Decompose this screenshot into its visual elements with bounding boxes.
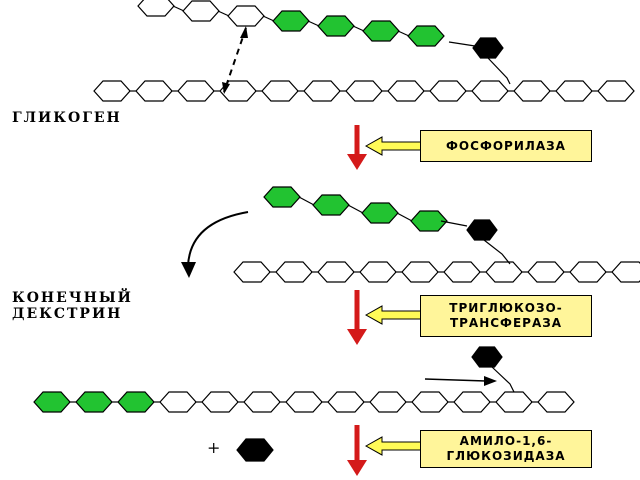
glucose-residue	[177, 80, 215, 102]
branch-point-residue	[472, 37, 504, 59]
reaction-arrow-1-head	[347, 154, 367, 170]
plus-sign: +	[207, 438, 223, 457]
removed-glucose-residue	[407, 25, 445, 47]
glucose-residue	[513, 80, 551, 102]
enzyme-box-glucosidase: АМИЛО-1,6- ГЛЮКОЗИДАЗА	[420, 430, 592, 468]
glycosidic-bond	[298, 196, 315, 206]
glycosidic-bond	[347, 204, 364, 214]
glucose-residue	[137, 0, 175, 17]
glucose-residue	[243, 391, 281, 413]
glycosidic-bond	[397, 30, 410, 37]
glycosidic-bond	[352, 25, 365, 32]
glucose-residue	[443, 261, 481, 283]
glucose-residue	[303, 80, 341, 102]
glucose-residue	[345, 80, 383, 102]
glucose-residue	[485, 261, 523, 283]
enzyme-pointer-2	[364, 305, 423, 325]
branch-point-residue	[466, 219, 498, 241]
glucose-residue	[429, 80, 467, 102]
reaction-arrow-3-head	[347, 460, 367, 476]
enzyme-box-transferase: ТРИГЛЮКОЗО- ТРАНСФЕРАЗА	[420, 295, 592, 337]
free-glucose-residue	[236, 438, 274, 462]
glucose-residue	[387, 80, 425, 102]
removed-glucose-residue	[263, 186, 301, 208]
branch-point-residue	[471, 346, 503, 368]
label-limit-dextrin: КОНЕЧНЫЙ ДЕКСТРИН	[12, 290, 133, 322]
diagram-shapes	[33, 0, 640, 476]
removed-glucose-residue	[317, 15, 355, 37]
enzyme-pointer-1	[364, 136, 423, 156]
glucose-residue	[555, 80, 593, 102]
glucose-residue	[611, 261, 640, 283]
glucose-residue	[33, 391, 71, 413]
cleavage-pointer	[424, 378, 487, 382]
glucose-residue	[471, 80, 509, 102]
glucose-residue	[93, 80, 131, 102]
removed-glucose-residue	[362, 20, 400, 42]
glucose-residue	[201, 391, 239, 413]
double-arrow-head-bottom	[222, 82, 230, 94]
glucose-residue	[285, 391, 323, 413]
glycosidic-bond	[396, 212, 413, 222]
branch-bond	[483, 239, 511, 265]
branch-bond	[487, 57, 511, 85]
glucose-residue	[597, 80, 635, 102]
transfer-curve-arrow-head	[181, 262, 196, 278]
glucose-residue	[117, 391, 155, 413]
enzyme-pointer-3	[364, 436, 423, 456]
glycosidic-bond	[440, 220, 468, 227]
glucose-residue	[261, 80, 299, 102]
glucose-residue	[453, 391, 491, 413]
removed-glucose-residue	[410, 210, 448, 232]
reaction-arrow-2-head	[347, 329, 367, 345]
removed-glucose-residue	[361, 202, 399, 224]
glycosidic-bond	[217, 10, 230, 17]
glucose-residue	[159, 391, 197, 413]
glucose-residue	[359, 261, 397, 283]
glucose-residue	[317, 261, 355, 283]
glycosidic-bond	[307, 20, 320, 27]
transfer-curve-arrow	[187, 211, 249, 267]
double-arrow-head-top	[240, 26, 248, 38]
glucose-residue	[569, 261, 607, 283]
glucose-residue	[411, 391, 449, 413]
glucose-residue	[327, 391, 365, 413]
glucose-residue	[401, 261, 439, 283]
label-glycogen: ГЛИКОГЕН	[12, 110, 122, 126]
enzyme-box-phosphorylase: ФОСФОРИЛАЗА	[420, 130, 592, 162]
cleavage-pointer-head	[484, 376, 497, 386]
glycosidic-bond	[172, 5, 185, 12]
glucose-residue	[537, 391, 575, 413]
removed-glucose-residue	[272, 10, 310, 32]
removed-glucose-residue	[312, 194, 350, 216]
glucose-residue	[275, 261, 313, 283]
glucose-residue	[75, 391, 113, 413]
branch-link-dashes	[223, 27, 247, 93]
glycosidic-bond	[448, 41, 476, 47]
glucose-residue	[182, 0, 220, 22]
glucose-residue	[495, 391, 533, 413]
glucose-residue	[227, 5, 265, 27]
branch-bond	[491, 366, 515, 393]
glycosidic-bond	[262, 15, 275, 22]
glucose-residue	[135, 80, 173, 102]
glucose-residue	[369, 391, 407, 413]
glucose-residue	[527, 261, 565, 283]
glucose-residue	[233, 261, 271, 283]
